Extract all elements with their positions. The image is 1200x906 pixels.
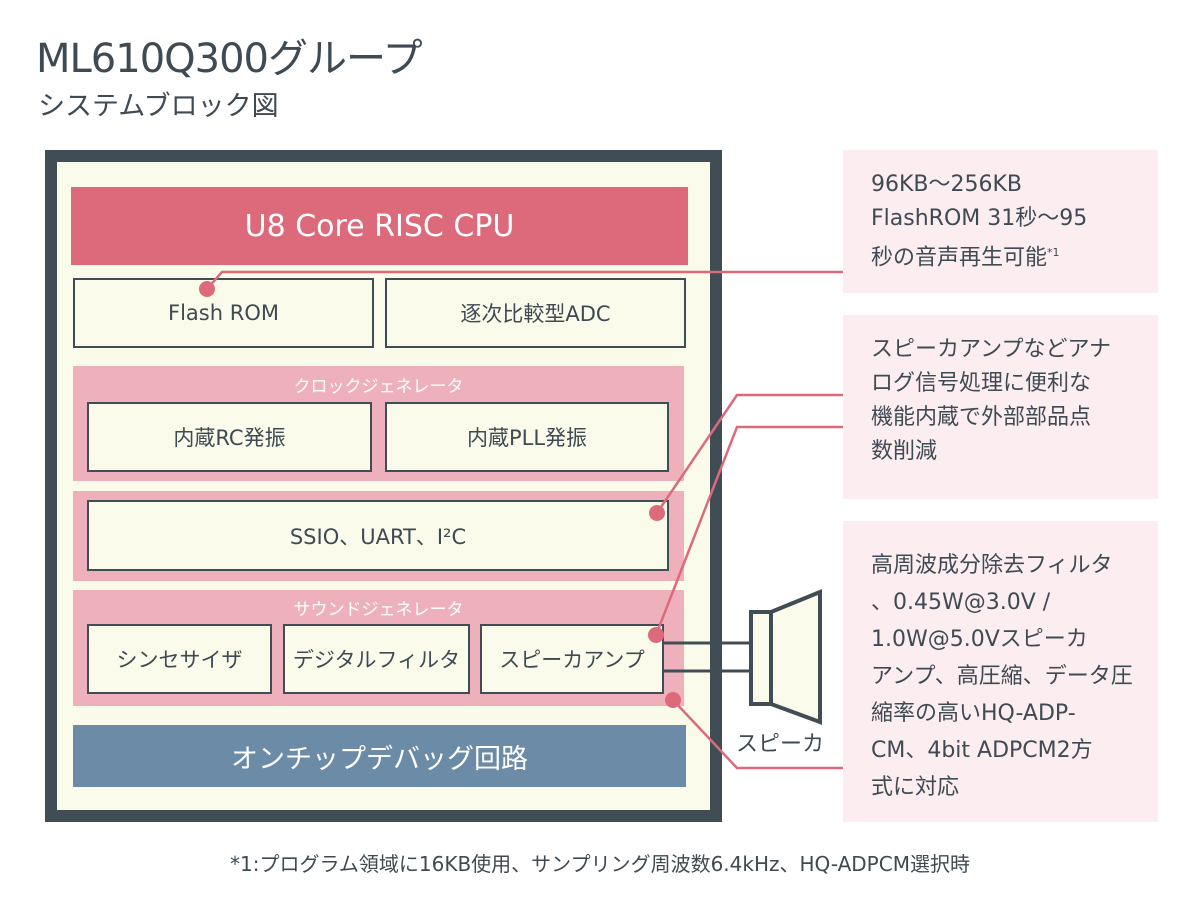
note-flash: 96KB～256KB FlashROM 31秒～95 秒の音声再生可能*1 xyxy=(843,150,1158,293)
note-sup: *1 xyxy=(1047,246,1060,259)
serial-block: SSIO、UART、I²C xyxy=(87,500,669,571)
pll-oscillator-block: 内蔵PLL発振 xyxy=(385,402,669,472)
page-subtitle: システムブロック図 xyxy=(38,91,279,122)
note-line: 高周波成分除去フィルタ xyxy=(871,553,1113,578)
note-line: 式に対応 xyxy=(871,775,960,800)
note-line: 秒の音声再生可能*1 xyxy=(871,236,1138,275)
note-line: ログ信号処理に便利な xyxy=(871,371,1092,396)
marker-dot xyxy=(665,692,681,708)
note-line: 、0.45W@3.0V / xyxy=(871,590,1051,615)
debug-block: オンチップデバッグ回路 xyxy=(73,725,686,787)
cpu-block: U8 Core RISC CPU xyxy=(71,187,688,265)
marker-dot xyxy=(199,281,215,297)
flash-rom-block: Flash ROM xyxy=(73,278,374,348)
digital-filter-block: デジタルフィルタ xyxy=(283,624,470,694)
note-text: 秒の音声再生可能 xyxy=(871,245,1048,271)
clock-generator-label: クロックジェネレータ xyxy=(293,377,464,397)
marker-dot xyxy=(648,627,664,643)
rc-oscillator-block: 内蔵RC発振 xyxy=(87,402,372,472)
leader-line-sound xyxy=(672,699,843,770)
note-analog: スピーカアンプなどアナ ログ信号処理に便利な 機能内蔵で外部部品点 数削減 xyxy=(843,315,1158,499)
speaker-label: スピーカ xyxy=(736,732,825,757)
sound-generator-label: サウンドジェネレータ xyxy=(293,600,464,620)
leader-line-flash xyxy=(206,270,843,290)
note-line: CM、4bit ADPCM2方 xyxy=(871,738,1093,763)
note-sound: 高周波成分除去フィルタ 、0.45W@3.0V / 1.0W@5.0Vスピーカ … xyxy=(843,521,1158,822)
speaker-amp-block: スピーカアンプ xyxy=(480,624,664,694)
leader-line-amp xyxy=(654,425,843,636)
note-line: FlashROM 31秒～95 xyxy=(871,206,1088,231)
marker-dot xyxy=(649,505,665,521)
synthesizer-block: シンセサイザ xyxy=(87,624,272,694)
note-line: 数削減 xyxy=(871,439,938,464)
leader-line-serial xyxy=(655,393,843,514)
footnote: *1:プログラム領域に16KB使用、サンプリング周波数6.4kHz、HQ-ADP… xyxy=(230,852,970,876)
adc-block: 逐次比較型ADC xyxy=(385,278,686,348)
note-line: 1.0W@5.0Vスピーカ xyxy=(871,627,1088,652)
page-title: ML610Q300グループ xyxy=(36,36,423,82)
note-line: 機能内蔵で外部部品点 xyxy=(871,405,1092,430)
speaker-icon xyxy=(749,589,822,725)
note-line: アンプ、高圧縮、データ圧 xyxy=(871,664,1133,689)
note-line: 96KB～256KB xyxy=(871,172,1023,197)
note-line: スピーカアンプなどアナ xyxy=(871,337,1112,362)
note-line: 縮率の高いHQ-ADP- xyxy=(871,701,1076,726)
